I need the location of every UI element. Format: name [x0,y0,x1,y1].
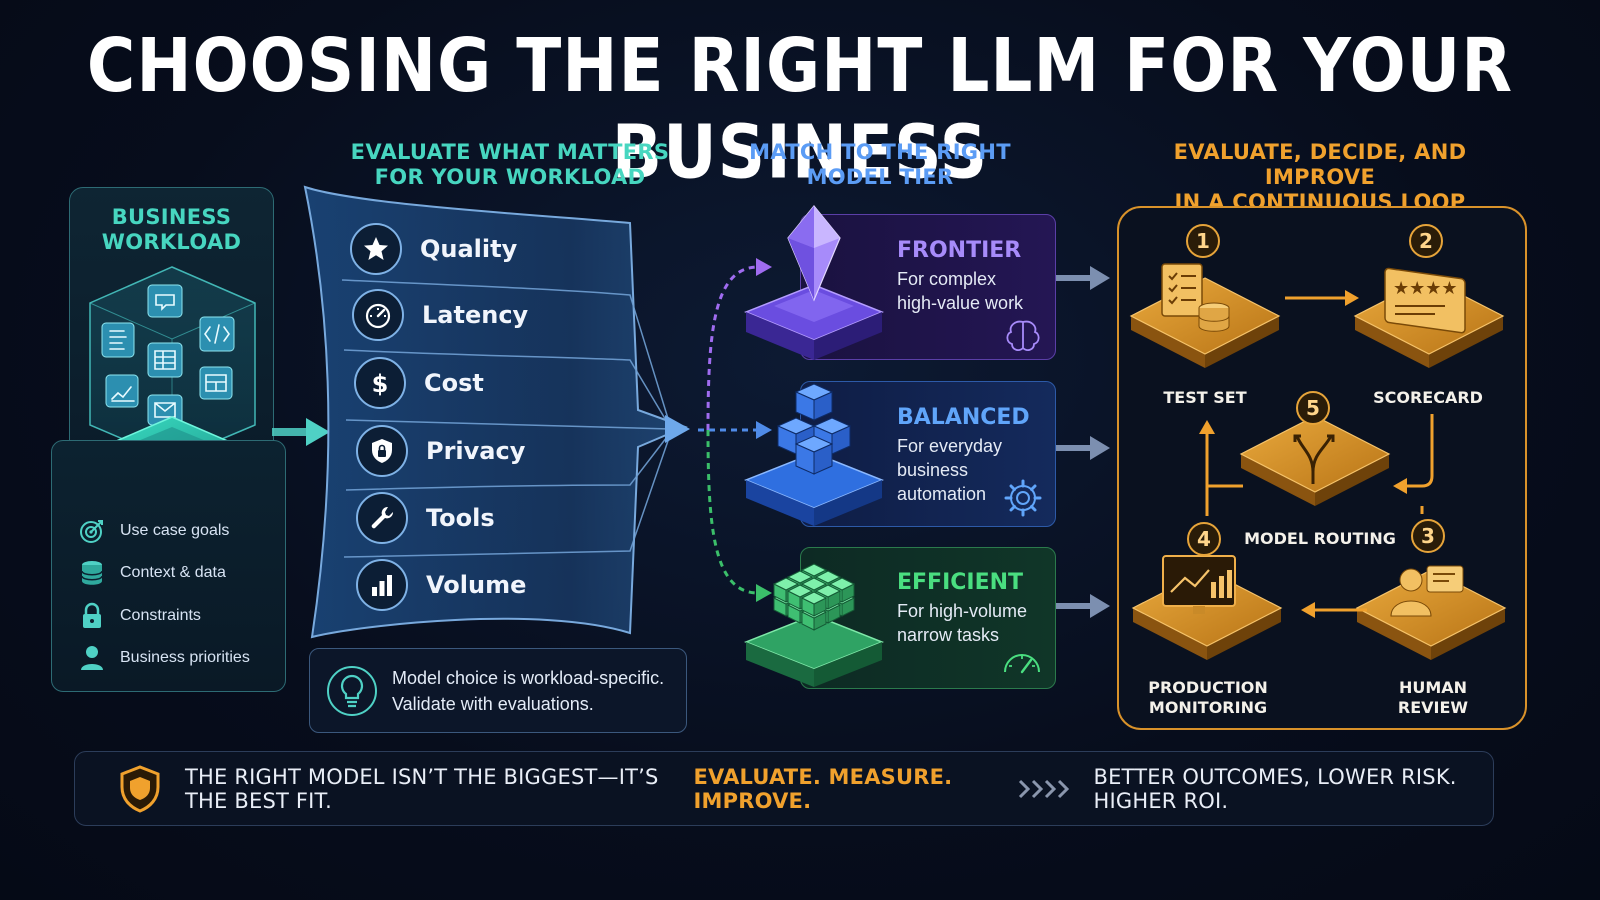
arrow-right-icon [1056,594,1110,618]
loop-illustrations: ★★★★ [1129,263,1507,660]
tier-efficient: EFFICIENT For high-volume narrow tasks [897,570,1027,647]
gauge-icon [352,289,404,341]
tier-desc-line: For high-volume [897,601,1028,621]
criterion-volume: Volume [356,559,526,611]
gear-icon [1004,479,1042,517]
target-icon [78,517,106,545]
footer-text-1: THE RIGHT MODEL ISN’T THE BIGGEST—IT’S T… [185,764,659,813]
step-model-routing: MODEL ROUTING [1244,529,1396,548]
step-production-monitoring: PRODUCTION MONITORING [1148,678,1268,717]
step-number: 4 [1187,522,1221,556]
step-human-review: HUMAN REVIEW [1397,678,1469,717]
workload-item-priorities: Business priorities [78,643,250,673]
note-line-1: Model choice is workload-specific. [392,667,665,688]
arrow-right-icon [272,418,330,446]
criteria-list: Quality [350,218,670,280]
shield-lock-icon [356,425,408,477]
small-cubes-icon [743,563,885,687]
workload-item-label: Business priorities [120,649,250,666]
crystal-icon [743,205,885,360]
chevrons-icon [1017,778,1073,800]
criterion-latency: Latency [352,289,528,341]
footer-banner: THE RIGHT MODEL ISN’T THE BIGGEST—IT’S T… [74,751,1494,826]
bar-chart-icon [356,559,408,611]
step-number: 5 [1296,391,1330,425]
dollar-icon: $ [354,357,406,409]
tier-desc-line: narrow tasks [897,625,1000,645]
footer-text-2: EVALUATE. MEASURE. IMPROVE. [693,764,953,813]
workload-item-context: Context & data [78,558,226,588]
note-line-2: Validate with evaluations. [392,693,594,714]
wrench-icon [356,492,408,544]
step-number: 1 [1186,224,1220,258]
tier-balanced: BALANCED For everyday business automatio… [897,405,1030,506]
cubes-icon [743,383,885,526]
svg-text:★★★★: ★★★★ [1393,278,1458,299]
tier-desc-line: For complex [897,269,997,289]
tier-frontier: FRONTIER For complex high-value work [897,238,1023,315]
tier-desc-line: high-value work [897,293,1024,313]
svg-text:$: $ [372,370,389,397]
shield-icon [119,764,161,813]
step-test-set: TEST SET [1163,388,1247,407]
workload-item-label: Use case goals [120,522,230,539]
database-icon [78,559,106,587]
tiers-heading: MATCH TO THE RIGHT MODEL TIER [749,140,1011,189]
criterion-cost: $ Cost [354,357,484,409]
step-scorecard: SCORECARD [1373,388,1483,407]
tier-name: BALANCED [897,405,1030,430]
lightbulb-icon [326,665,378,717]
person-icon [78,644,106,672]
arrow-right-icon [1056,436,1110,460]
tier-name: EFFICIENT [897,570,1024,595]
tier-desc-line: automation [897,484,987,504]
footer-text-3: BETTER OUTCOMES, LOWER RISK. HIGHER ROI. [1093,764,1457,813]
criterion-quality: Quality [350,218,670,280]
workload-item-label: Context & data [120,564,226,581]
step-number: 2 [1409,224,1443,258]
workload-item-label: Constraints [120,607,201,624]
star-icon [350,223,402,275]
workload-note: Model choice is workload-specific. Valid… [309,648,687,733]
evaluate-heading: EVALUATE WHAT MATTERS FOR YOUR WORKLOAD [350,140,670,189]
lock-icon [78,602,106,630]
arrow-right-icon [1056,266,1110,290]
tier-desc-line: business [897,460,969,480]
step-number: 3 [1411,519,1445,553]
workload-item-constraints: Constraints [78,601,201,631]
brain-icon [1006,320,1040,351]
page-title: CHOOSING THE RIGHT LLM FOR YOUR BUSINESS [86,22,1514,196]
tier-connectors [698,258,772,602]
workload-heading-overlay: BUSINESS WORKLOAD [101,205,242,254]
workload-item-goals: Use case goals [78,516,229,546]
criterion-privacy: Privacy [356,425,525,477]
tier-desc-line: For everyday [897,436,1003,456]
criterion-tools: Tools [356,492,495,544]
loop-heading: EVALUATE, DECIDE, AND IMPROVE IN A CONTI… [1173,140,1467,214]
tier-name: FRONTIER [897,238,1022,263]
speedometer-icon [1004,654,1040,674]
